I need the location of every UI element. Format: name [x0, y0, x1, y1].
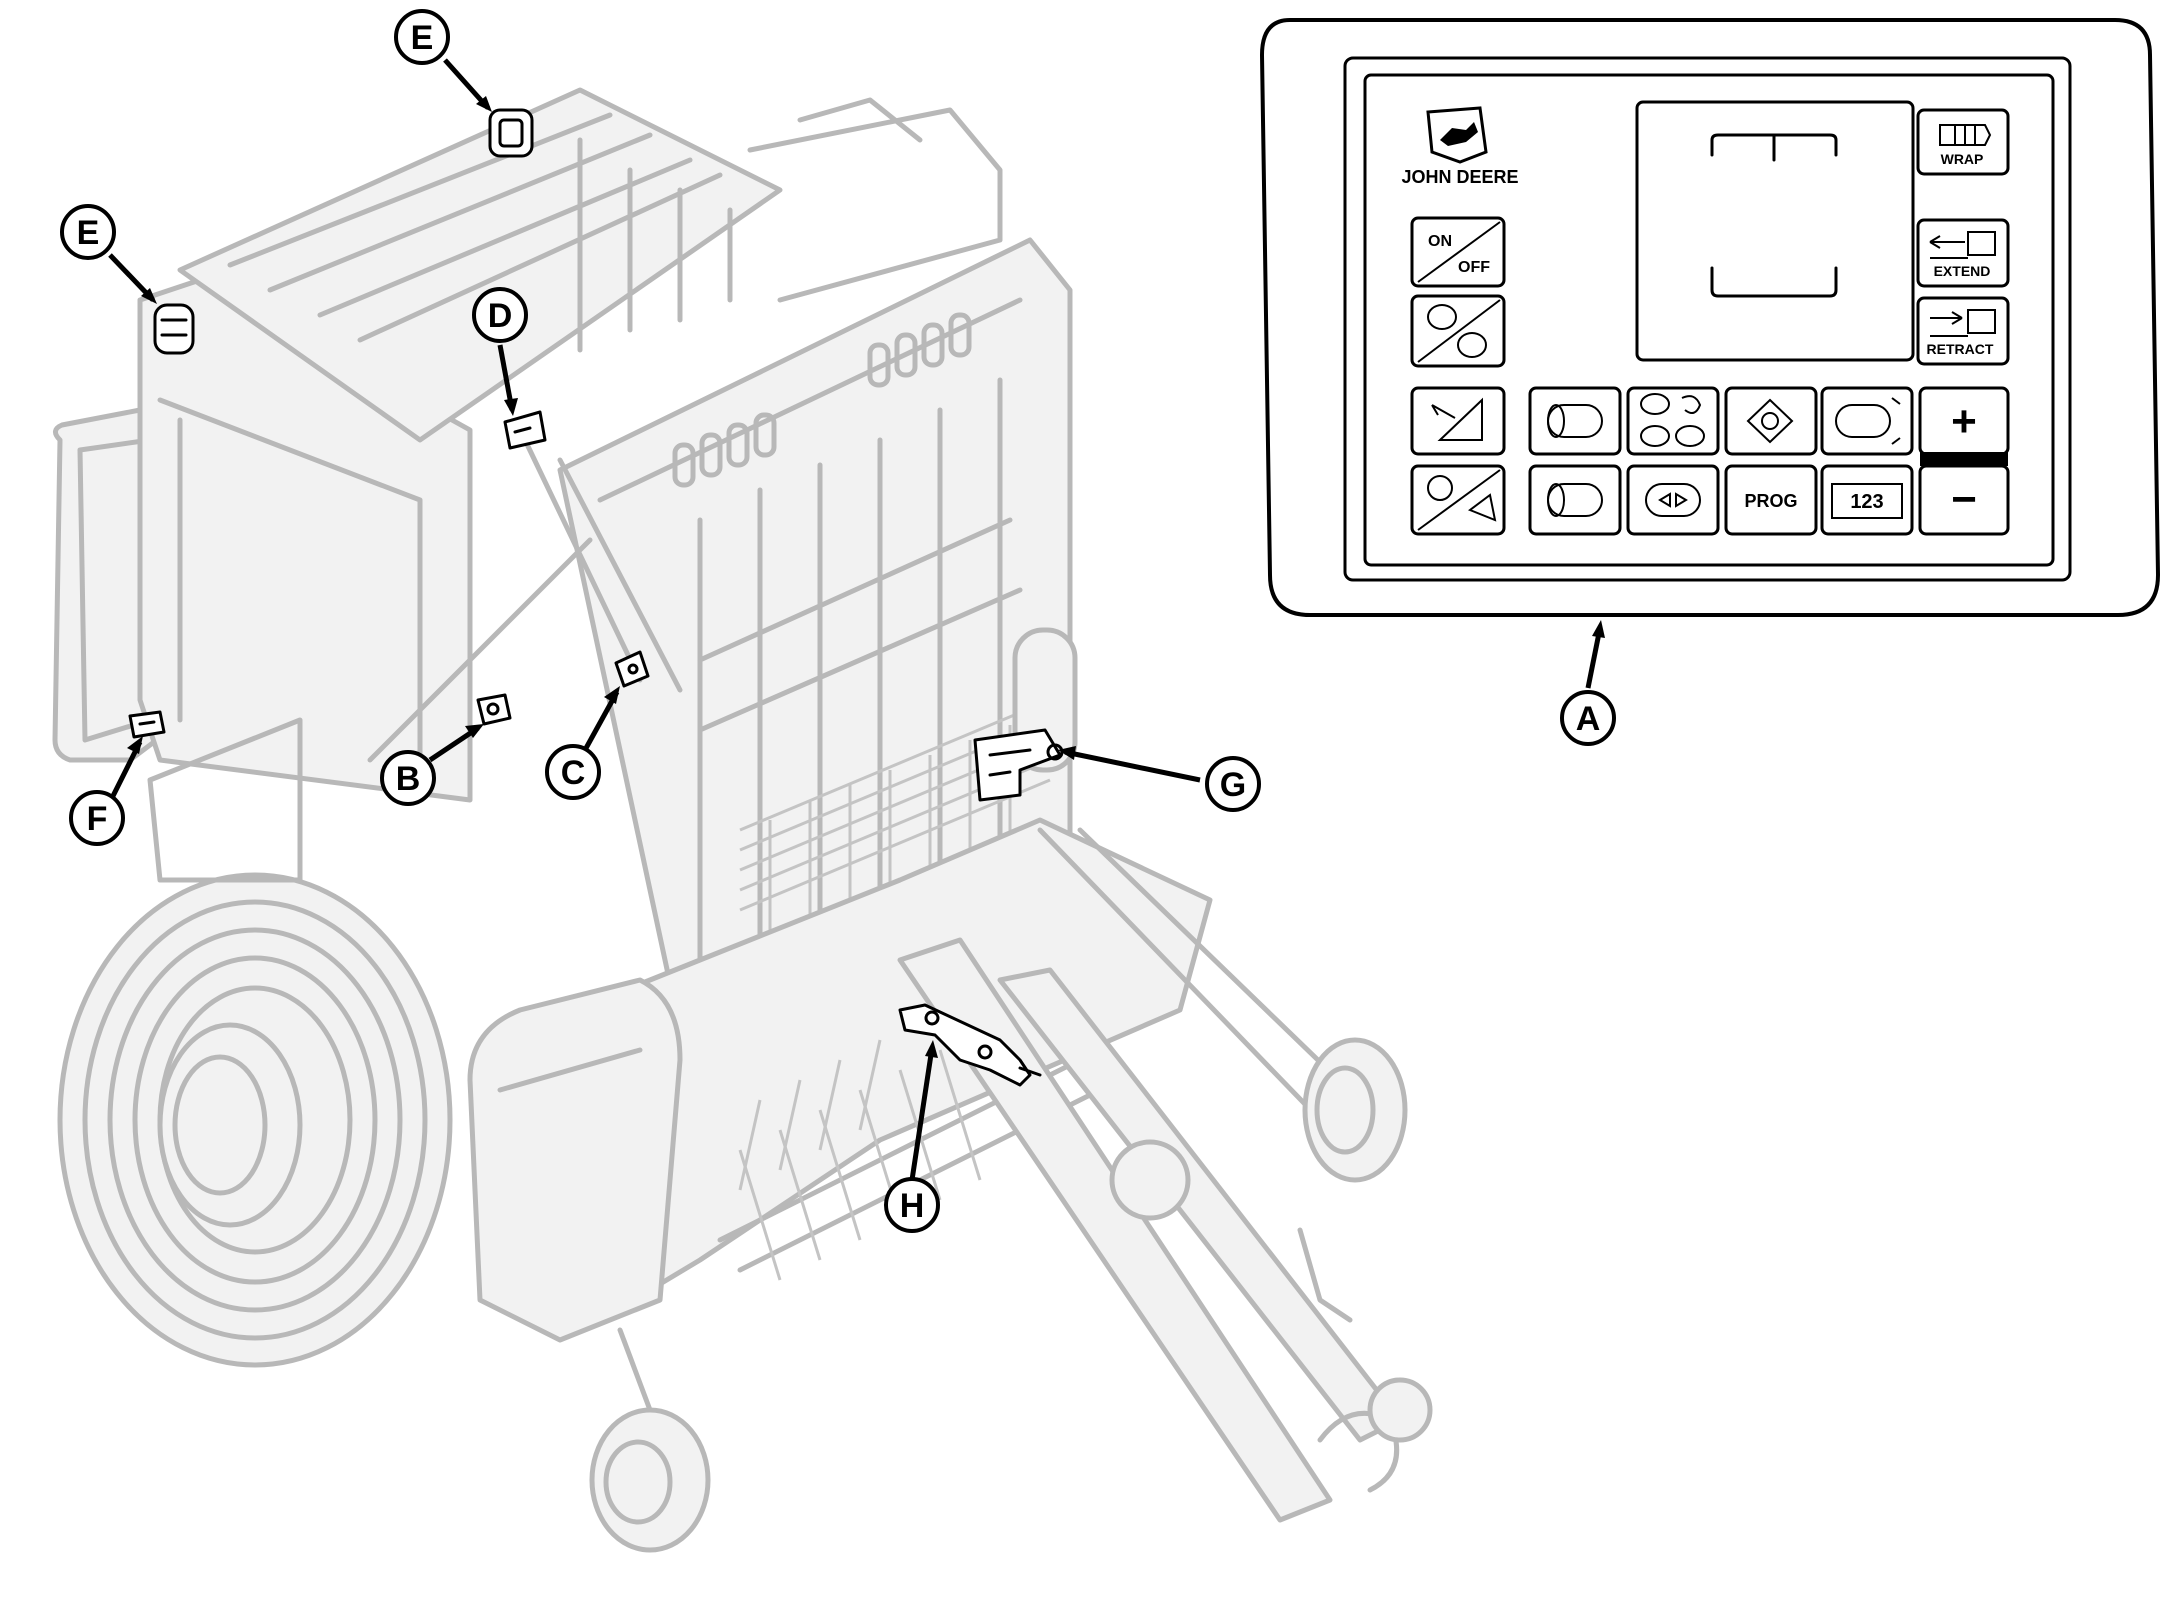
retract-button[interactable]: RETRACT [1916, 296, 2010, 366]
callout-c: C [545, 744, 601, 800]
prog-label: PROG [1744, 491, 1797, 511]
right-caster-wheel [1302, 1037, 1408, 1183]
left-tire [57, 872, 453, 1368]
full-bale-button[interactable] [1528, 464, 1622, 536]
callout-b-label: B [396, 760, 421, 798]
callout-b: B [380, 750, 436, 806]
leader-a [1585, 627, 1603, 689]
front-cover [467, 977, 683, 1343]
minus-button[interactable]: − [1918, 464, 2010, 536]
callout-a-label: A [1576, 700, 1601, 738]
wrap-label: WRAP [1941, 151, 1984, 167]
leader-h [909, 1047, 935, 1181]
callout-f-label: F [87, 800, 108, 838]
connector-e-top [488, 108, 534, 158]
monitor-panel: JOHN DEERE WRAP EXTEND RETRACT [1259, 18, 2161, 617]
slot-group [672, 312, 972, 488]
counter-label: 123 [1850, 491, 1883, 513]
callout-h-label: H [900, 1187, 925, 1225]
left-caster-wheel [589, 1407, 711, 1553]
callout-g-label: G [1220, 766, 1246, 804]
leader-c [582, 690, 620, 752]
minus-label: − [1951, 475, 1977, 524]
callout-d-label: D [488, 297, 513, 335]
bracket-g [973, 728, 1064, 802]
knife-button[interactable] [1724, 386, 1818, 456]
callout-g: G [1205, 756, 1261, 812]
counter-button[interactable]: 123 [1820, 464, 1914, 536]
plus-button[interactable]: + [1918, 386, 2010, 456]
bale-density-button[interactable] [1820, 386, 1914, 456]
extend-label: EXTEND [1934, 263, 1991, 279]
sensor-b [476, 693, 512, 726]
harness-h [898, 1003, 1042, 1087]
extend-button[interactable]: EXTEND [1916, 218, 2010, 288]
core-mode-button[interactable] [1410, 464, 1506, 536]
john-deere-logo [1426, 106, 1488, 164]
callout-d: D [472, 287, 528, 343]
sensor-d [503, 410, 547, 450]
leader-e-top [443, 58, 490, 110]
callout-e-top: E [394, 9, 450, 65]
callout-c-label: C [561, 754, 586, 792]
on-off-button[interactable]: ON OFF [1410, 216, 1506, 288]
callout-e-left-label: E [77, 214, 100, 252]
callout-e-top-label: E [411, 19, 434, 57]
bale-size-button[interactable] [1528, 386, 1622, 456]
baler-illustration [52, 87, 1433, 1553]
tongue [897, 937, 1333, 1523]
callout-h: H [884, 1177, 940, 1233]
component-parts [128, 108, 1064, 1087]
retract-label: RETRACT [1927, 341, 1994, 357]
plus-label: + [1951, 397, 1977, 446]
off-label: OFF [1458, 259, 1490, 276]
angle-adjust-button[interactable] [1410, 386, 1506, 456]
on-label: ON [1428, 233, 1452, 250]
callout-f: F [69, 790, 125, 846]
callout-e-left: E [60, 204, 116, 260]
prog-button[interactable]: PROG [1724, 464, 1818, 536]
plus-minus-divider [1920, 452, 2008, 466]
display-screen [1635, 100, 1915, 362]
callout-a: A [1560, 690, 1616, 746]
connector-e-left [153, 303, 195, 355]
brand-label: JOHN DEERE [1401, 167, 1518, 187]
bale-toggle-button[interactable] [1410, 294, 1506, 368]
leader-lines [108, 58, 1605, 1181]
twine-pattern-button[interactable] [1626, 386, 1720, 456]
sensor-c [614, 650, 650, 688]
wrap-button[interactable]: WRAP [1916, 108, 2010, 176]
leader-g [1064, 749, 1201, 783]
sensor-f [128, 710, 166, 739]
net-width-button[interactable] [1626, 464, 1720, 536]
